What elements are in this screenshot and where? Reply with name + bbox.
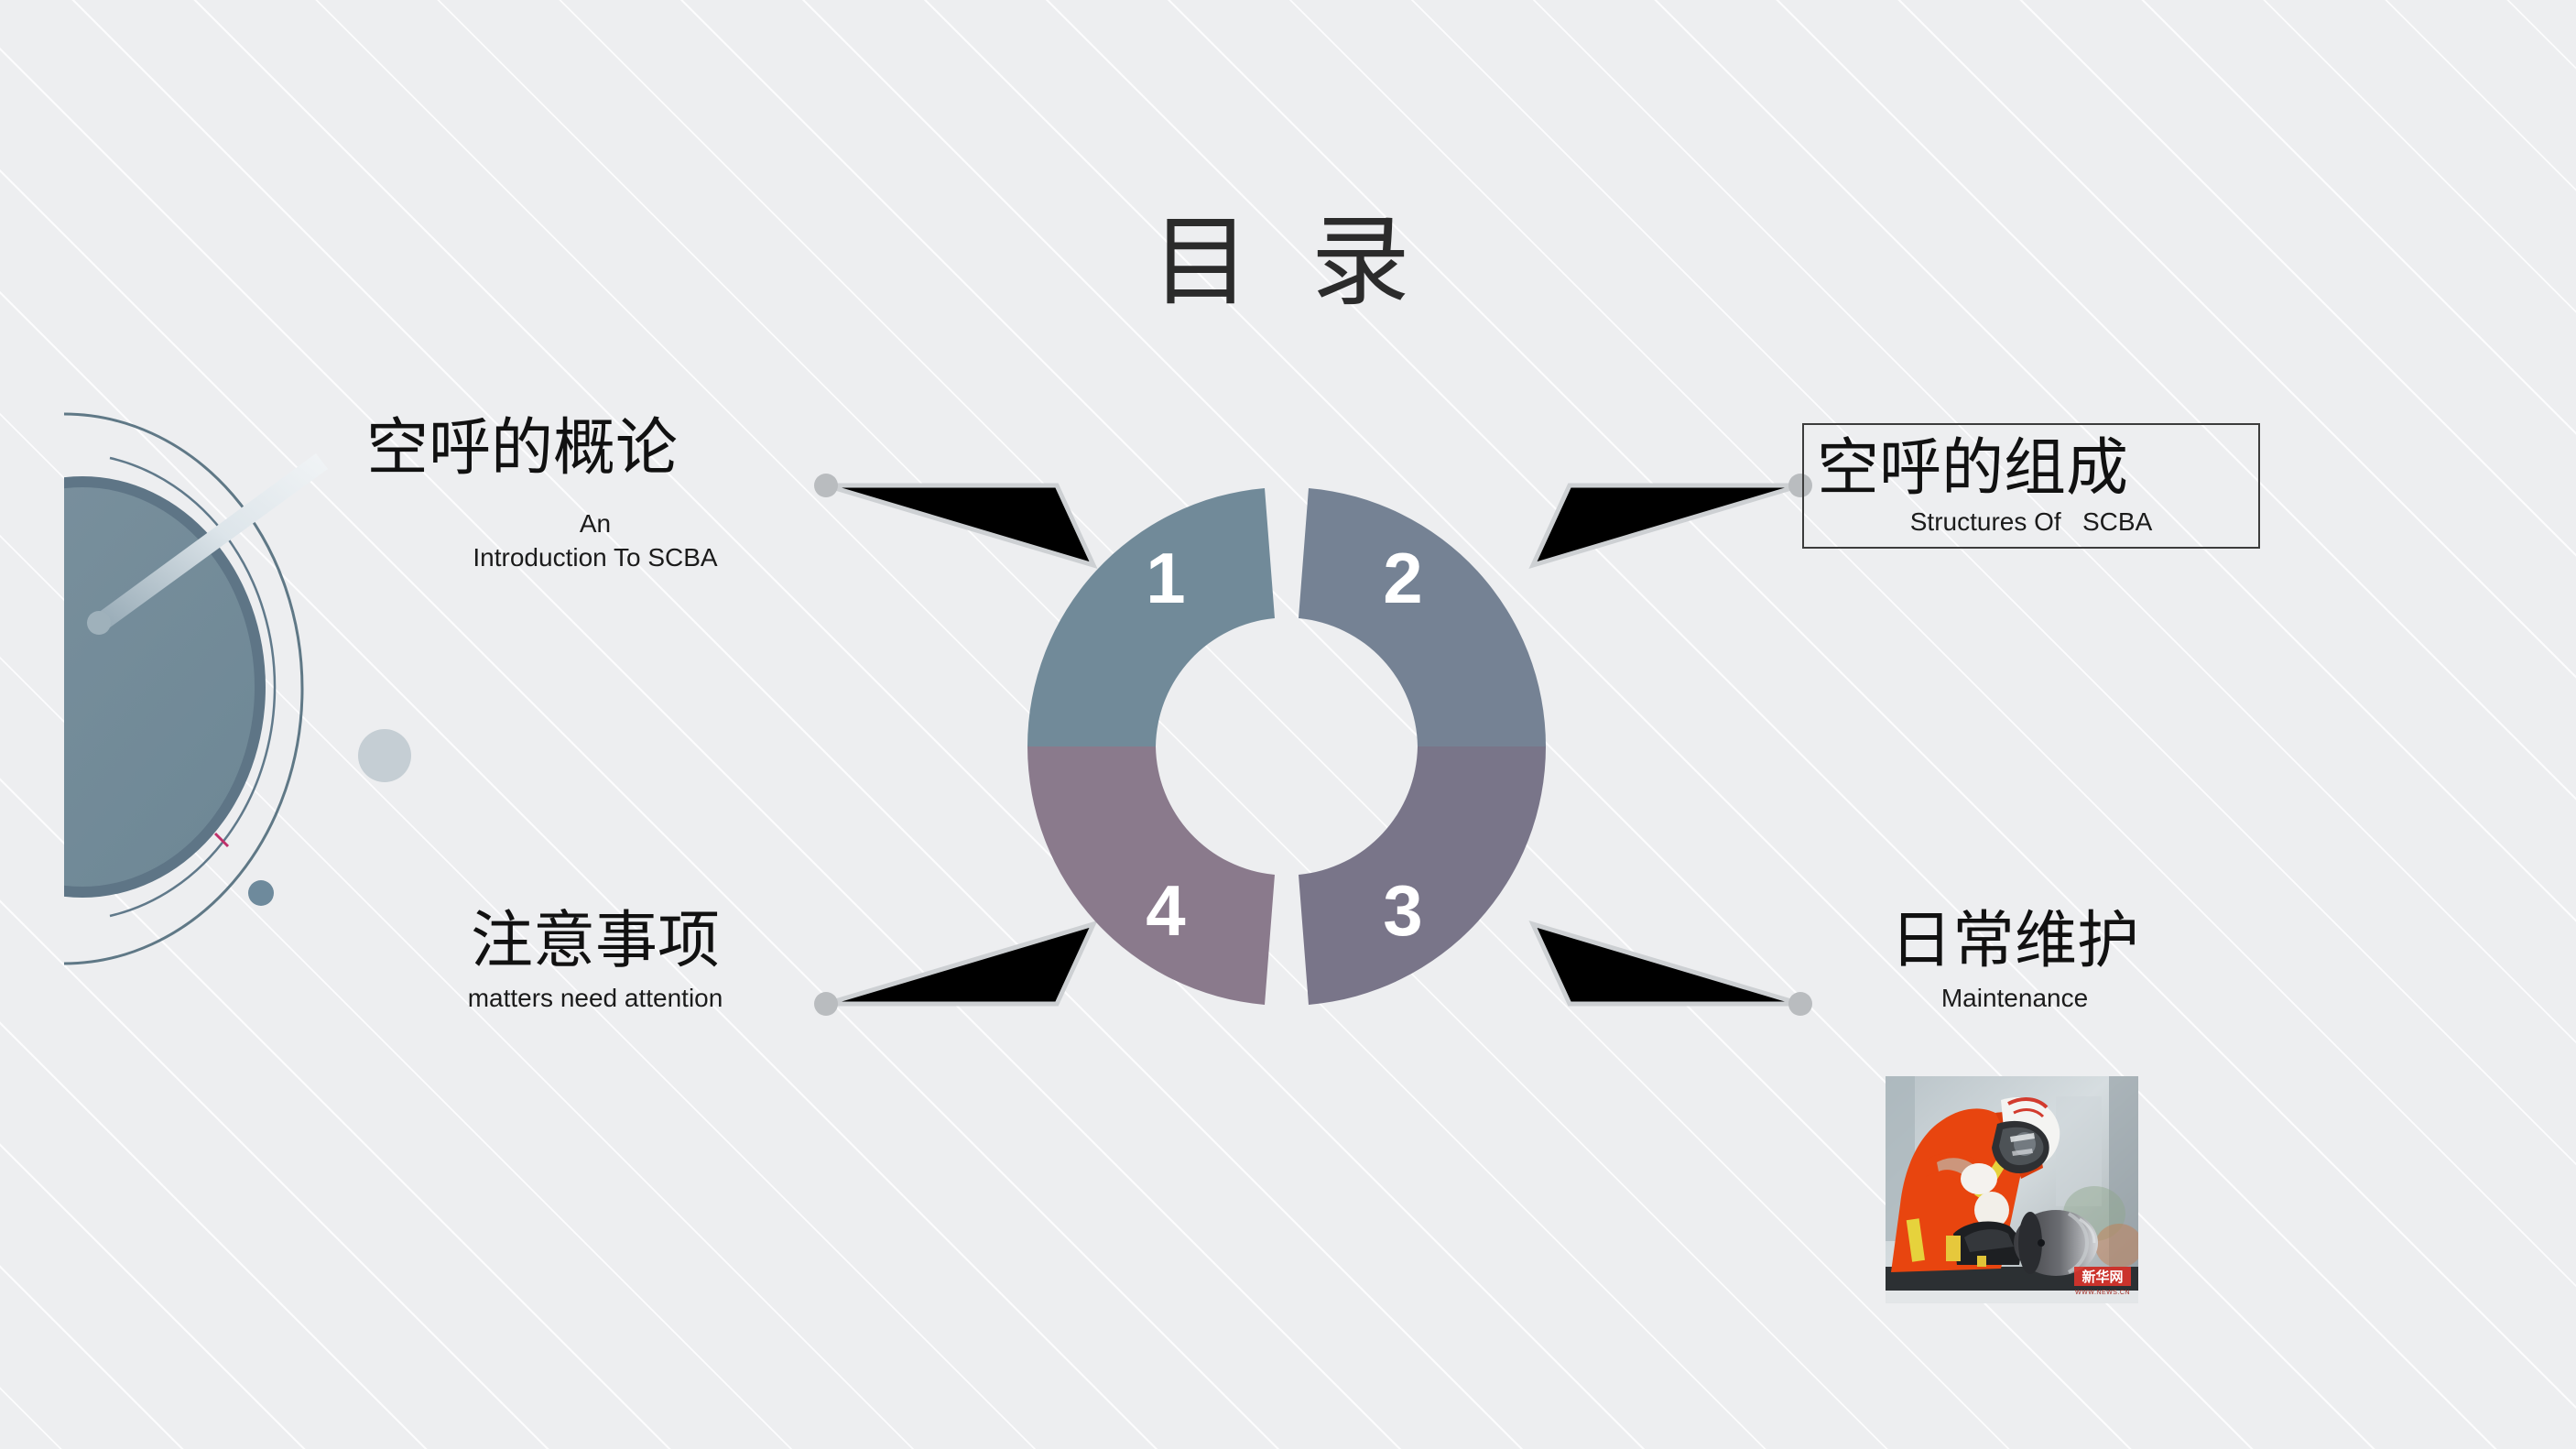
donut-segment-1-number: 1 bbox=[1146, 538, 1186, 618]
page-title: 目 录 bbox=[1151, 205, 1425, 320]
agenda-item-3-title-cn: 日常维护 bbox=[1889, 905, 2139, 977]
donut-segment-3 bbox=[1299, 746, 1546, 1005]
donut-segment-2-number: 2 bbox=[1383, 538, 1423, 618]
connector-wedge-2 bbox=[1520, 473, 1813, 573]
donut-diagram: 1 2 3 4 bbox=[975, 430, 1598, 1062]
svg-text:新华网: 新华网 bbox=[2081, 1269, 2123, 1285]
connector-wedge-1 bbox=[813, 473, 1106, 573]
donut-segment-1 bbox=[1027, 488, 1275, 746]
decor-dot-large bbox=[358, 729, 411, 782]
agenda-item-4[interactable]: 注意事项 matters need attention bbox=[403, 905, 788, 1016]
donut-segment-4 bbox=[1027, 746, 1275, 1005]
connector-wedge-3 bbox=[1520, 916, 1813, 1017]
decorative-circle-graphic bbox=[0, 385, 421, 1026]
agenda-item-4-title-cn: 注意事项 bbox=[470, 905, 720, 977]
scba-photo: 新华网 WWW.NEWS.CN bbox=[1886, 1076, 2138, 1303]
connector-wedge-4 bbox=[813, 916, 1106, 1017]
svg-text:WWW.NEWS.CN: WWW.NEWS.CN bbox=[2075, 1290, 2130, 1296]
agenda-item-3-title-en: Maintenance bbox=[1940, 984, 2089, 1013]
donut-segment-4-number: 4 bbox=[1146, 870, 1186, 951]
decor-tick bbox=[213, 832, 230, 848]
agenda-item-3[interactable]: 日常维护 Maintenance bbox=[1822, 905, 2207, 1016]
agenda-item-1-title-cn: 空呼的概论 bbox=[366, 412, 679, 485]
donut-segment-3-number: 3 bbox=[1383, 870, 1423, 951]
agenda-item-1[interactable]: 空呼的概论 An Introduction To SCBA bbox=[366, 412, 824, 574]
agenda-item-2-title-en: Structures Of SCBA bbox=[1909, 507, 2153, 537]
agenda-item-1-title-en: An Introduction To SCBA bbox=[473, 509, 718, 572]
decor-dot-small bbox=[248, 880, 274, 906]
agenda-item-2-title-cn: 空呼的组成 bbox=[1817, 432, 2129, 505]
photo-watermark: 新华网 WWW.NEWS.CN bbox=[2074, 1267, 2131, 1296]
agenda-item-4-title-en: matters need attention bbox=[467, 984, 723, 1013]
donut-segment-2 bbox=[1299, 488, 1546, 746]
agenda-item-2[interactable]: 空呼的组成 Structures Of SCBA bbox=[1802, 423, 2260, 549]
